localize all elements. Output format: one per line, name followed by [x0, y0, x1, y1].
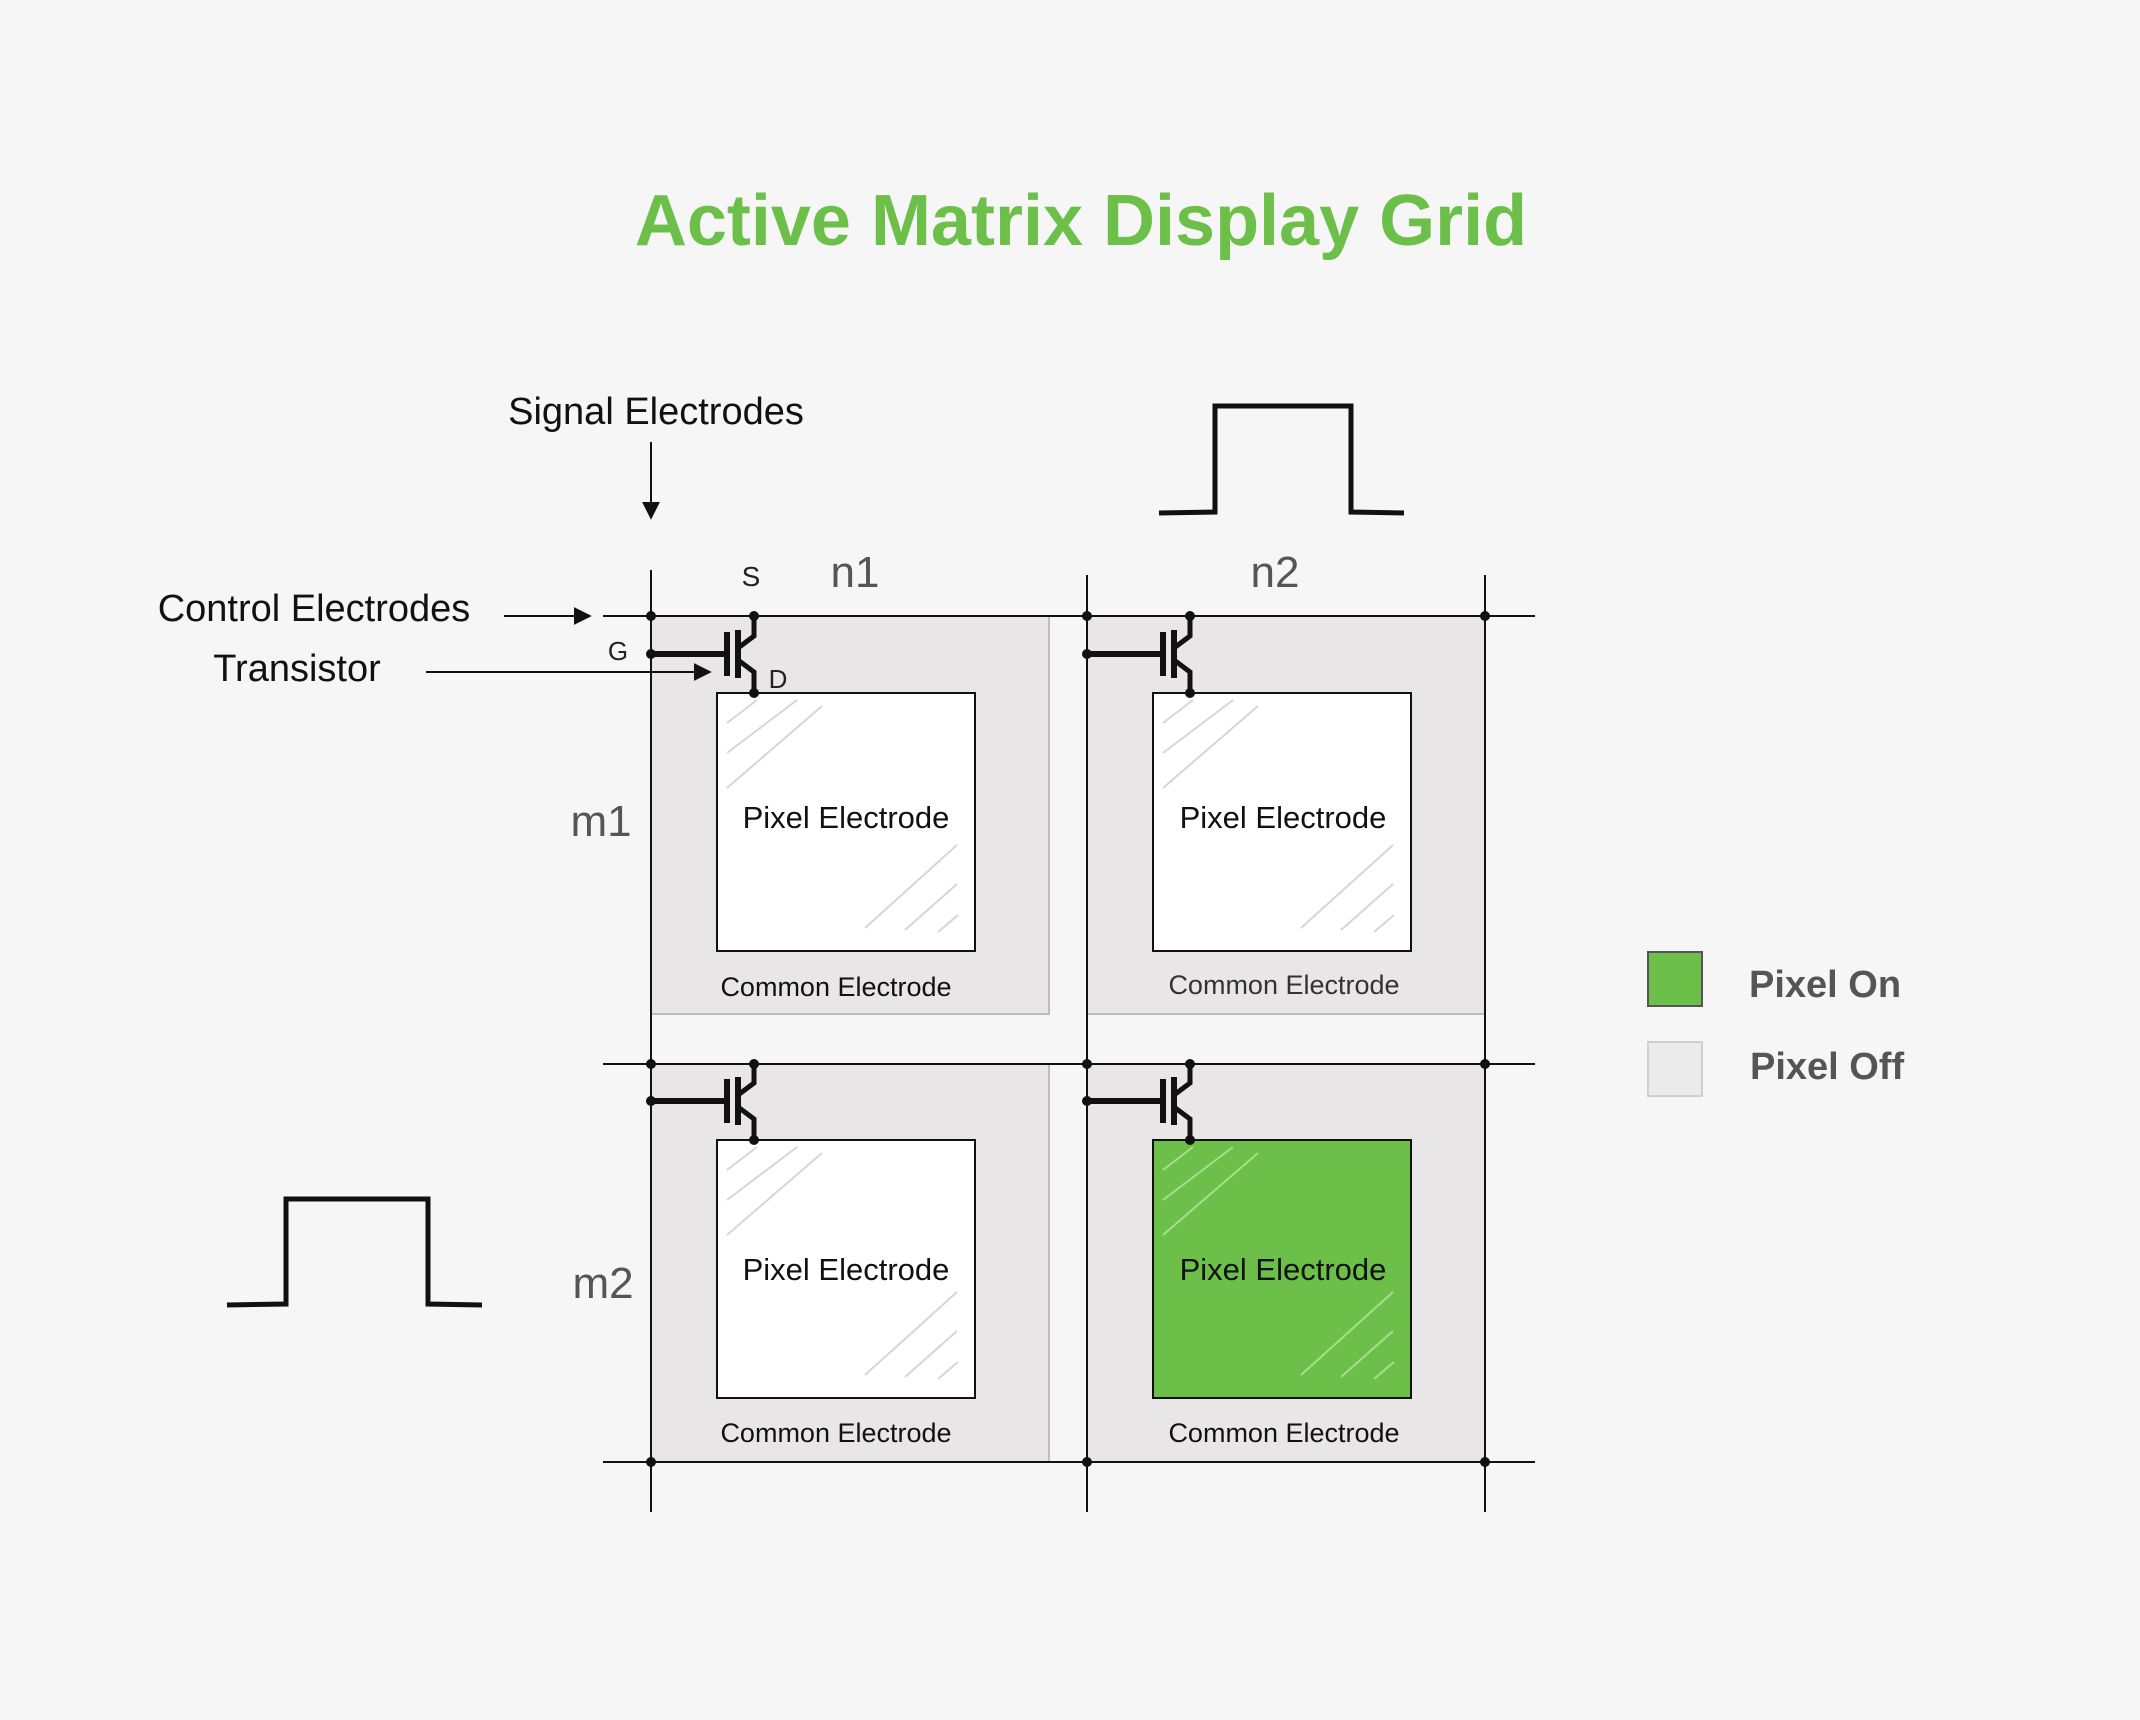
common-label-m2-n1: Common Electrode	[720, 1418, 951, 1448]
common-label-m2-n2: Common Electrode	[1168, 1418, 1399, 1448]
pixel-label-m1-n1: Pixel Electrode	[743, 800, 950, 835]
gate-terminal-label: G	[608, 636, 628, 666]
drain-terminal-label: D	[769, 664, 788, 694]
electrode-grid	[603, 570, 1535, 1512]
grid-junctions	[646, 611, 1490, 1467]
row-label-m2: m2	[572, 1259, 633, 1308]
legend-swatch-off	[1647, 1041, 1703, 1097]
pixel-label-m1-n2: Pixel Electrode	[1180, 800, 1387, 835]
legend-swatch-on	[1647, 951, 1703, 1007]
pixel-electrode-m1-n2	[1152, 692, 1412, 952]
transistor-icon	[1082, 1059, 1195, 1145]
signal-pulse-icon	[1158, 403, 1405, 516]
transistor-label: Transistor	[213, 648, 381, 690]
control-electrodes-label: Control Electrodes	[158, 588, 471, 630]
control-pulse-icon	[226, 1196, 483, 1308]
pixel-electrode-m1-n1	[716, 692, 976, 952]
page-title: Active Matrix Display Grid	[635, 181, 1527, 261]
column-label-n1: n1	[831, 548, 880, 597]
column-label-n2: n2	[1251, 548, 1300, 597]
legend-label-on: Pixel On	[1749, 964, 1901, 1006]
source-terminal-label: S	[742, 561, 761, 592]
common-label-m1-n2: Common Electrode	[1168, 970, 1399, 1000]
pixel-label-m2-n1: Pixel Electrode	[743, 1252, 950, 1287]
glass-highlights	[726, 699, 1395, 1380]
transistor-icon	[646, 1059, 759, 1145]
transistor-icon	[1082, 611, 1195, 698]
transistor-icon	[646, 611, 759, 698]
signal-electrodes-label: Signal Electrodes	[508, 391, 804, 433]
pixel-electrodes	[716, 692, 1412, 1399]
pixel-electrode-m2-n2	[1152, 1139, 1412, 1399]
common-label-m1-n1: Common Electrode	[720, 972, 951, 1002]
glass-highlights-on	[1162, 1146, 1395, 1380]
legend-label-off: Pixel Off	[1750, 1046, 1904, 1088]
pixel-electrode-m2-n1	[716, 1139, 976, 1399]
legend: Pixel On Pixel Off	[1647, 951, 1904, 1097]
pixel-label-m2-n2: Pixel Electrode	[1180, 1252, 1387, 1287]
row-label-m1: m1	[570, 797, 631, 846]
